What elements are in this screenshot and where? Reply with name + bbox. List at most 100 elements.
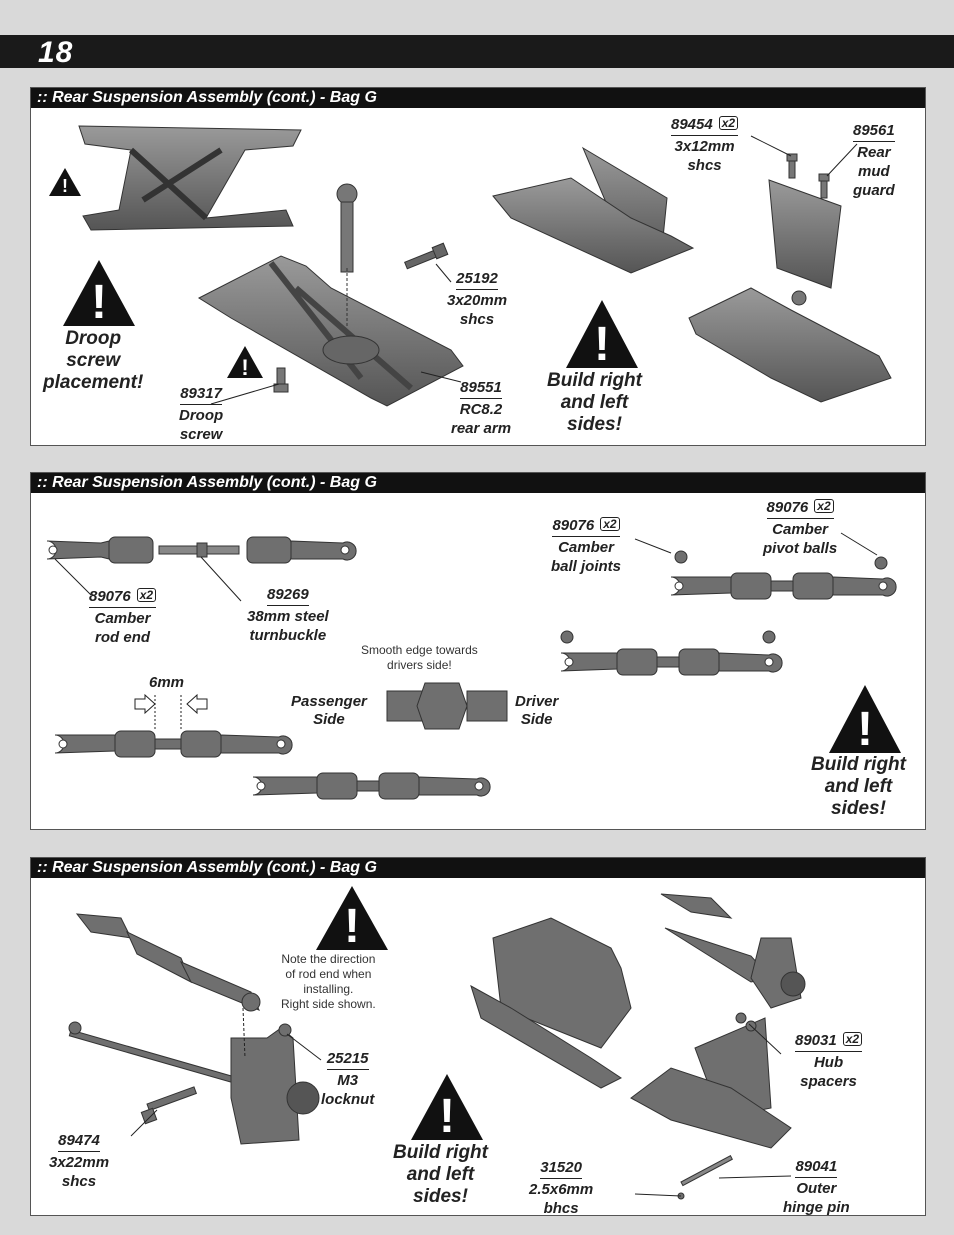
panel-camber-link: :: Rear Suspension Assembly (cont.) - Ba… — [30, 472, 926, 830]
warning-line: Build right — [393, 1142, 488, 1163]
page-header-bar — [0, 35, 954, 68]
side-line: Side — [520, 711, 553, 728]
side-line: Passenger — [291, 693, 367, 710]
warning-line: Build right — [811, 754, 906, 775]
passenger-side-label: Passenger Side — [291, 693, 367, 729]
warning-build-sides: Build right and left sides! — [547, 370, 642, 436]
warning-line: sides! — [831, 798, 886, 819]
warning-triangle-icon: ! — [566, 300, 638, 371]
note-line: Right side shown. — [281, 997, 376, 1011]
part-label-89474: 89474 3x22mm shcs — [49, 1131, 109, 1191]
note-line: drivers side! — [387, 658, 452, 672]
panel-title-bar: :: Rear Suspension Assembly (cont.) - Ba… — [31, 88, 925, 108]
warning-line: and left — [406, 1164, 475, 1185]
warning-line: and left — [824, 776, 893, 797]
part-desc: shcs — [459, 311, 495, 328]
note-line: Smooth edge towards — [361, 643, 478, 657]
part-label-89454: 89454 x2 3x12mm shcs — [671, 115, 739, 175]
part-desc: Droop — [179, 407, 224, 424]
warning-droop-screw: Droop screw placement! — [43, 328, 143, 394]
part-number: 89454 — [671, 116, 713, 133]
measurement-label: 6mm — [149, 674, 185, 691]
part-desc: RC8.2 — [459, 401, 503, 418]
part-desc: Camber — [772, 521, 829, 538]
part-desc: 3x20mm — [447, 292, 508, 309]
warning-triangle-icon: ! — [227, 346, 263, 380]
panel-rear-arm: :: Rear Suspension Assembly (cont.) - Ba… — [30, 87, 926, 446]
part-number: 89076 — [89, 588, 131, 605]
warning-triangle-icon: ! — [411, 1074, 483, 1143]
svg-text:!: ! — [62, 176, 68, 196]
panel-title: :: Rear Suspension Assembly (cont.) - Ba… — [37, 859, 377, 876]
part-number: 89317 — [180, 384, 222, 405]
svg-text:!: ! — [594, 318, 610, 371]
part-desc: Rear — [857, 144, 891, 161]
hub-assembly-illustration: ! ! — [68, 886, 806, 1200]
part-number: 89269 — [267, 585, 309, 606]
warning-build-sides: Build right and left sides! — [393, 1142, 488, 1208]
warning-line: sides! — [567, 414, 622, 435]
part-number: 89551 — [460, 378, 502, 399]
quantity-badge: x2 — [718, 116, 739, 130]
part-label-89041: 89041 Outer hinge pin — [783, 1157, 850, 1217]
part-desc: guard — [853, 182, 895, 199]
svg-text:!: ! — [344, 900, 360, 953]
warning-line: placement! — [43, 372, 144, 393]
part-desc: spacers — [800, 1073, 857, 1090]
part-label-25192: 25192 3x20mm shcs — [447, 269, 507, 329]
part-number: 89076 — [552, 517, 595, 534]
smooth-edge-note: Smooth edge towards drivers side! — [361, 643, 478, 673]
warning-line: sides! — [413, 1186, 468, 1207]
part-desc: locknut — [321, 1091, 375, 1108]
quantity-badge: x2 — [814, 499, 834, 513]
svg-text:!: ! — [439, 1090, 455, 1143]
panel-title-bar: :: Rear Suspension Assembly (cont.) - Ba… — [31, 473, 925, 493]
page-number: 18 — [38, 36, 74, 69]
quantity-badge: x2 — [136, 588, 157, 602]
warning-build-sides: Build right and left sides! — [811, 754, 906, 820]
warning-line: and left — [560, 392, 629, 413]
part-desc: shcs — [61, 1173, 97, 1190]
part-desc: 3x12mm — [674, 138, 735, 155]
part-label-89317: 89317 Droop screw — [179, 384, 223, 444]
part-desc: rod end — [95, 629, 151, 646]
part-number: 89076 — [766, 499, 809, 516]
quantity-badge: x2 — [842, 1032, 863, 1046]
part-number: 25192 — [456, 269, 498, 290]
part-desc: rear arm — [451, 420, 512, 437]
svg-text:!: ! — [91, 276, 107, 329]
part-number: 89474 — [58, 1131, 100, 1152]
part-desc: Camber — [558, 539, 614, 556]
note-line: of rod end when — [285, 967, 372, 981]
part-label-89551: 89551 RC8.2 rear arm — [451, 378, 511, 438]
part-label-89269: 89269 38mm steel turnbuckle — [247, 585, 329, 645]
panel-hub-assembly: :: Rear Suspension Assembly (cont.) - Ba… — [30, 857, 926, 1218]
part-number: 25215 — [326, 1049, 369, 1070]
part-label-25215: 25215 M3 locknut — [321, 1049, 374, 1109]
part-desc: shcs — [687, 157, 722, 174]
part-desc: mud — [858, 163, 890, 180]
side-line: Driver — [515, 693, 559, 710]
part-desc: pivot balls — [763, 540, 838, 557]
part-desc: ball joints — [551, 558, 622, 575]
panel-title-bar: :: Rear Suspension Assembly (cont.) - Ba… — [31, 858, 925, 878]
rod-end-direction-note: Note the direction of rod end when insta… — [281, 952, 376, 1012]
part-number: 89561 — [853, 121, 895, 142]
part-desc: turnbuckle — [249, 627, 327, 644]
part-number: 89031 — [795, 1032, 837, 1049]
driver-side-label: Driver Side — [515, 693, 558, 729]
warning-line: Build right — [547, 370, 642, 391]
warning-line: screw — [66, 350, 121, 371]
part-desc: Camber — [94, 610, 151, 627]
warning-line: Droop — [65, 328, 122, 349]
quantity-badge: x2 — [600, 517, 620, 531]
part-label-89076-ball-joints: 89076 x2 Camber ball joints — [551, 516, 621, 576]
warning-triangle-icon: ! — [829, 685, 901, 756]
part-label-31520: 31520 2.5x6mm bhcs — [529, 1158, 593, 1218]
part-label-89076-pivot-balls: 89076 x2 Camber pivot balls — [763, 498, 837, 558]
part-label-89076-rod-end: 89076 x2 Camber rod end — [89, 587, 157, 647]
part-desc: 3x22mm — [49, 1154, 110, 1171]
part-desc: Outer — [796, 1180, 837, 1197]
rear-arm-illustration: ! ! ! ! — [49, 125, 892, 407]
